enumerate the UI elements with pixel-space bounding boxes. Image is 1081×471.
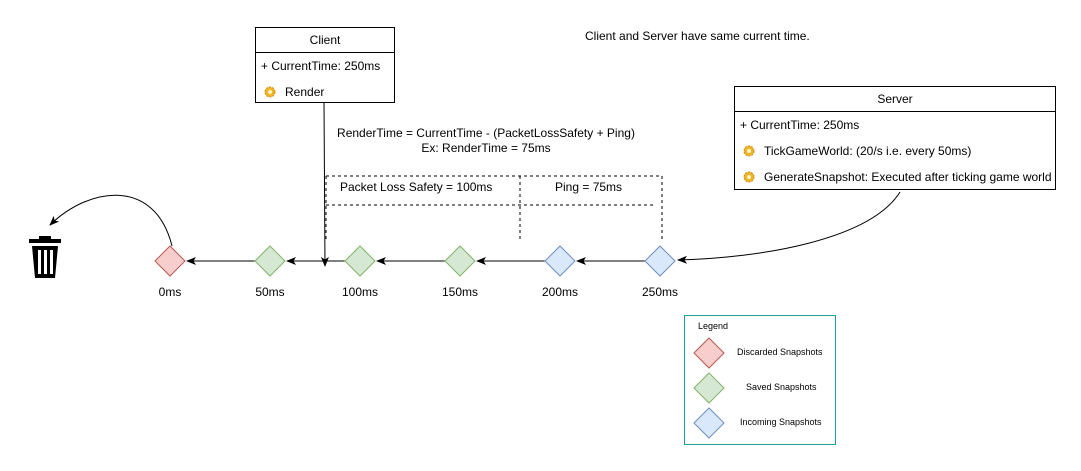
timeline-label: 200ms	[541, 285, 579, 299]
timeline-snapshots	[154, 245, 676, 277]
packet-loss-label: Packet Loss Safety = 100ms	[340, 180, 493, 194]
legend-incoming-label: Incoming Snapshots	[740, 417, 822, 427]
snapshot-incoming	[644, 245, 676, 277]
trash-can-icon	[29, 236, 61, 278]
legend-saved-label: Saved Snapshots	[746, 382, 817, 392]
timeline-label: 0ms	[158, 285, 182, 299]
legend-incoming: Incoming Snapshots	[685, 406, 835, 439]
sync-note: Client and Server have same current time…	[585, 29, 810, 43]
packet-loss-bracket	[325, 175, 663, 240]
legend-discarded-label: Discarded Snapshots	[737, 347, 823, 357]
client-render-method: Render	[256, 79, 394, 105]
client-class-box[interactable]: Client + CurrentTime: 250ms Render	[255, 27, 395, 103]
legend-incoming-swatch	[693, 407, 725, 439]
server-current-time: + CurrentTime: 250ms	[740, 118, 860, 132]
legend: Legend Discarded Snapshots Saved Snapsho…	[684, 315, 836, 445]
server-tick-method: TickGameWorld: (20/s i.e. every 50ms)	[735, 138, 1055, 164]
snapshot-saved	[344, 245, 376, 277]
timeline-label: 100ms	[341, 285, 379, 299]
timeline-label: 250ms	[641, 285, 679, 299]
server-tick-label: TickGameWorld: (20/s i.e. every 50ms)	[764, 144, 972, 158]
legend-title: Legend	[698, 321, 729, 331]
client-render-label: Render	[285, 85, 325, 99]
render-arrow	[320, 101, 329, 267]
gear-icon	[743, 145, 755, 157]
snapshot-saved	[254, 245, 286, 277]
legend-discarded: Discarded Snapshots	[685, 336, 835, 369]
server-snapshot-method: GenerateSnapshot: Executed after ticking…	[735, 164, 1055, 190]
snapshot-incoming	[544, 245, 576, 277]
snapshot-discarded	[154, 245, 186, 277]
timeline-label: 150ms	[441, 285, 479, 299]
ping-label: Ping = 75ms	[555, 180, 623, 194]
server-title: Server	[735, 87, 1055, 112]
formula-line-2: Ex: RenderTime = 75ms	[421, 141, 551, 155]
snapshot-saved	[444, 245, 476, 277]
legend-saved: Saved Snapshots	[685, 371, 835, 404]
gear-icon	[743, 171, 755, 183]
server-snapshot-arrow	[677, 191, 901, 264]
server-snapshot-label: GenerateSnapshot: Executed after ticking…	[764, 170, 1052, 184]
server-class-box[interactable]: Server + CurrentTime: 250ms TickGameWorl…	[734, 86, 1056, 190]
legend-discarded-swatch	[693, 337, 725, 369]
timeline-label: 50ms	[255, 285, 285, 299]
discard-arrow	[49, 194, 173, 247]
client-title: Client	[256, 28, 394, 53]
gear-icon	[264, 86, 276, 98]
formula-line-1: RenderTime = CurrentTime - (PacketLossSa…	[337, 126, 635, 140]
legend-saved-swatch	[693, 372, 725, 404]
client-current-time: + CurrentTime: 250ms	[261, 59, 381, 73]
